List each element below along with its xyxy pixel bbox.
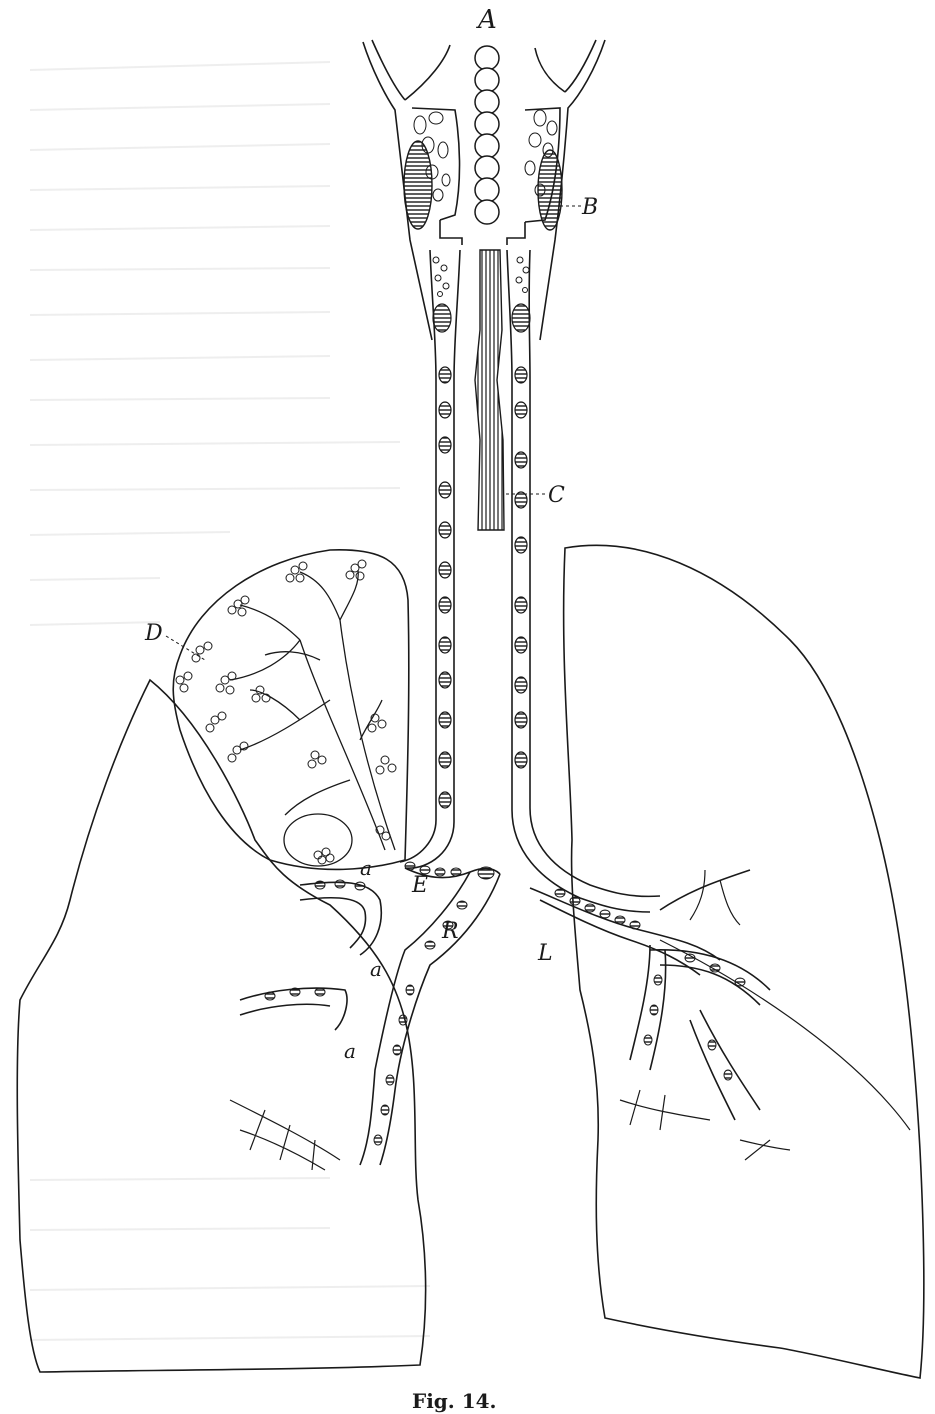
label-a-lower: a — [344, 1039, 356, 1063]
label-A: A — [476, 5, 497, 35]
trachea-walls — [400, 250, 660, 912]
right-lung-outline — [17, 680, 425, 1372]
esophagus-muscle — [475, 250, 504, 530]
figure-caption: Fig. 14. — [412, 1389, 497, 1413]
tracheal-rings-right — [512, 304, 530, 768]
label-a-upper: a — [360, 856, 372, 880]
label-E: E — [411, 873, 428, 898]
label-a-middle: a — [370, 957, 382, 981]
bronchial-rings — [265, 862, 745, 1145]
label-B: B — [581, 195, 598, 220]
vocal-cord-right — [538, 150, 562, 230]
bronchiole-tree-upper — [230, 570, 395, 850]
bleed-through-text — [30, 62, 430, 1340]
label-D: D — [144, 621, 163, 646]
alveoli-clusters — [176, 560, 396, 864]
esophagus-beads — [475, 46, 499, 224]
label-R: R — [441, 919, 459, 944]
bronchi — [240, 868, 770, 1165]
label-C: C — [548, 483, 565, 508]
left-lung-outline — [564, 545, 924, 1378]
vocal-cord-left — [404, 141, 432, 229]
label-L: L — [537, 941, 553, 966]
